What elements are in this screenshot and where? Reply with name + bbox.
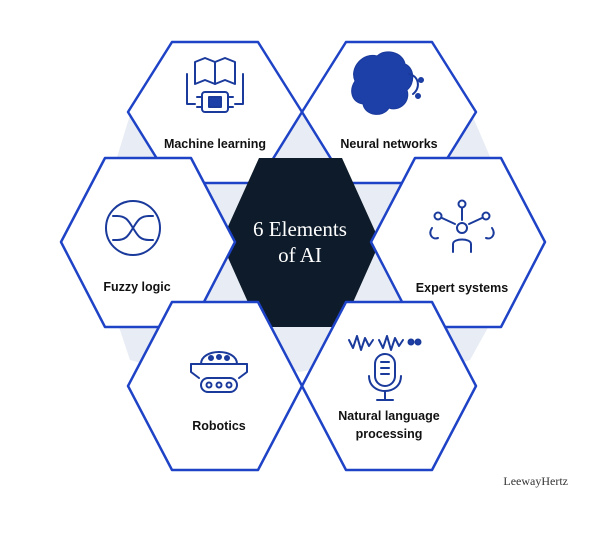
robotics-icon: [190, 351, 248, 393]
expert-systems-icon: [429, 199, 495, 253]
label-robotics: Robotics: [192, 419, 246, 433]
brand-logo-text: LeewayHertz: [503, 474, 568, 488]
hex-outline: [369, 156, 547, 329]
hex-natural-language-processing: Natural language processing: [300, 300, 478, 472]
label-machine-learning: Machine learning: [164, 137, 266, 151]
title-line-1: 6 Elements: [253, 217, 347, 241]
hex-robotics: Robotics: [126, 300, 304, 472]
machine-learning-icon: [186, 57, 244, 113]
label-natural-language-processing-line2: processing: [356, 427, 423, 441]
title-line-2: of AI: [278, 243, 322, 267]
label-fuzzy-logic: Fuzzy logic: [103, 280, 170, 294]
label-natural-language-processing: Natural language: [338, 409, 439, 423]
hex-outline: [126, 300, 304, 472]
label-expert-systems: Expert systems: [416, 281, 508, 295]
neural-networks-icon: [351, 51, 424, 115]
hex-neural-networks: Neural networks: [300, 40, 478, 185]
natural-language-processing-icon: [348, 335, 422, 401]
hex-machine-learning: Machine learning: [126, 40, 304, 185]
center-hex: [221, 158, 380, 327]
hex-center-title: 6 Elements of AI: [221, 158, 380, 327]
fuzzy-logic-icon: [105, 200, 161, 256]
hex-expert-systems: Expert systems: [369, 156, 547, 329]
label-neural-networks: Neural networks: [340, 137, 437, 151]
